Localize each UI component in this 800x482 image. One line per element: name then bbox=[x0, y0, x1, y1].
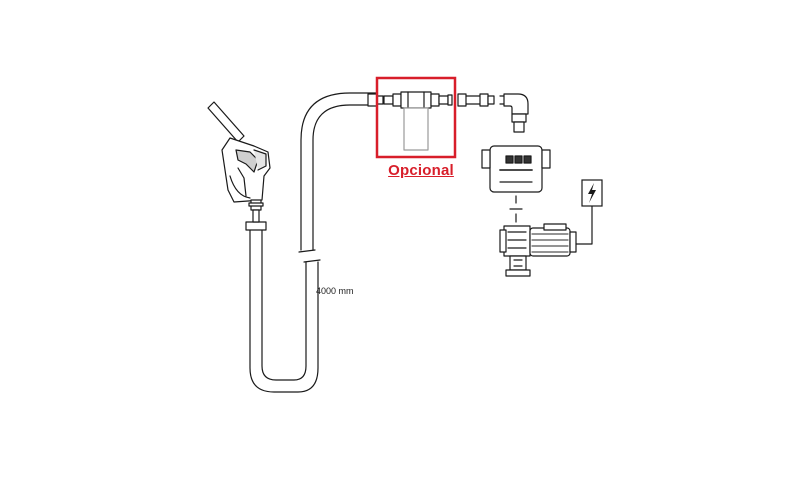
fuel-nozzle bbox=[207, 101, 271, 223]
filter-assembly bbox=[383, 91, 453, 151]
meter-to-pump-connection bbox=[509, 195, 523, 223]
lightning-bolt-icon bbox=[588, 183, 596, 203]
outlet-piping bbox=[457, 93, 529, 133]
optional-label: Opcional bbox=[388, 162, 454, 179]
flow-meter bbox=[481, 145, 551, 193]
hose-length-label: 4000 mm bbox=[316, 286, 354, 296]
power-symbol bbox=[581, 179, 603, 207]
hose-fitting-left bbox=[367, 93, 384, 107]
delivery-hose bbox=[245, 92, 377, 393]
power-supply-cable bbox=[575, 205, 593, 245]
optional-highlight-frame bbox=[375, 76, 457, 159]
electric-pump bbox=[499, 223, 577, 277]
